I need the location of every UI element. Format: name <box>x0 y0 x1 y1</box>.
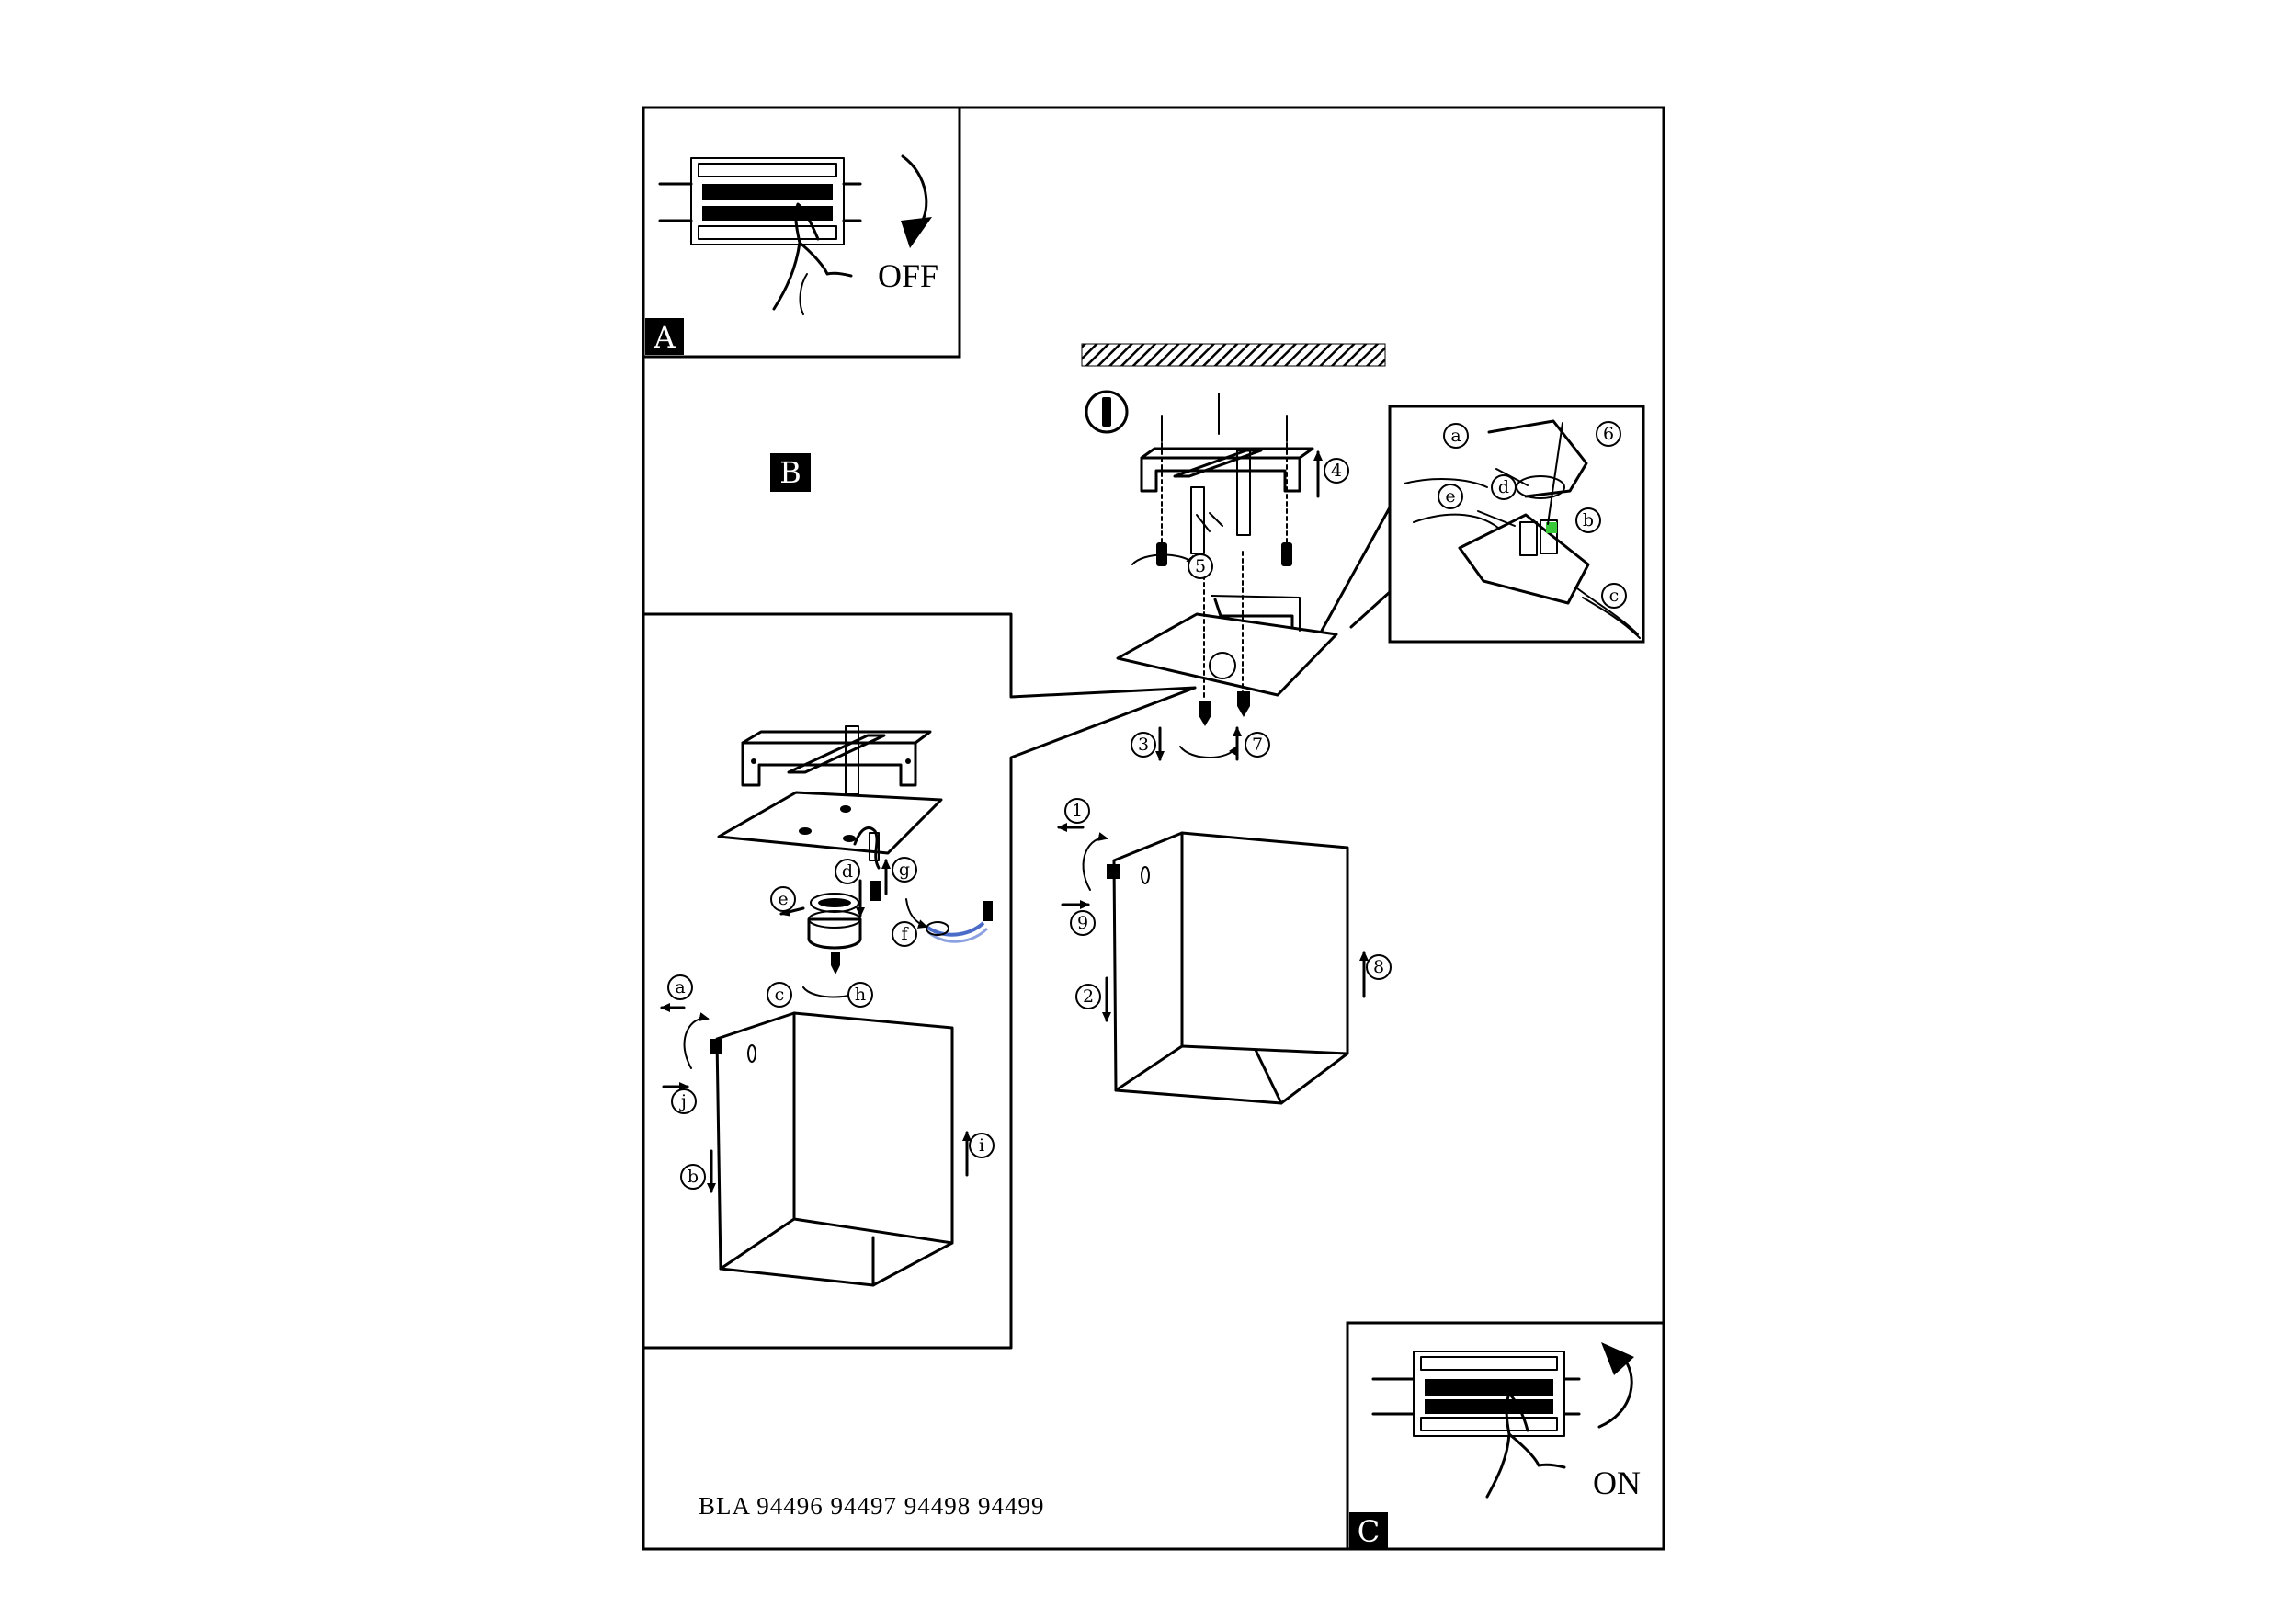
curve-arrow-icon <box>905 898 928 929</box>
svg-text:f: f <box>901 924 909 944</box>
wiring-b-marker: b <box>1575 507 1601 533</box>
svg-text:3: 3 <box>1138 735 1149 755</box>
svg-text:C: C <box>1358 1514 1380 1549</box>
svg-text:b: b <box>1583 510 1594 530</box>
detail-d-marker: d <box>835 859 860 884</box>
detail-e-marker: e <box>770 886 796 912</box>
svg-text:d: d <box>842 861 853 882</box>
detail-b-marker: b <box>680 1164 706 1190</box>
section-a-badge <box>645 318 684 355</box>
wall-plugs <box>1156 393 1292 566</box>
rotate-arrow-icon <box>683 1012 710 1069</box>
svg-text:5: 5 <box>1195 556 1206 576</box>
step-7-marker: 7 <box>1245 732 1270 758</box>
ceiling-hatch <box>1081 343 1386 367</box>
step-5-marker: 5 <box>1188 553 1213 579</box>
step-6-marker: 6 <box>1596 421 1621 447</box>
rotate-arrow-icon <box>1179 745 1239 758</box>
detail-panel <box>642 612 1197 1350</box>
panel-c-switch-on: ON C <box>1346 1321 1665 1551</box>
detail-g-marker: g <box>892 857 917 883</box>
step-8-marker: 8 <box>1366 954 1392 980</box>
section-c-badge <box>1349 1512 1388 1549</box>
hand-icon <box>772 202 853 315</box>
detail-bracket <box>741 725 932 795</box>
detail-f-marker: f <box>892 921 917 947</box>
circuit-breaker-icon <box>658 157 862 245</box>
rotate-arrow-icon <box>1082 832 1108 891</box>
svg-text:B: B <box>779 455 801 490</box>
wiring-a-marker: a <box>1443 423 1469 449</box>
arrow-head-icon <box>901 217 932 248</box>
svg-text:2: 2 <box>1083 986 1094 1007</box>
ceiling-mount-diagram <box>1081 343 1386 761</box>
svg-text:a: a <box>675 977 685 997</box>
step-3-marker: 3 <box>1131 732 1156 758</box>
svg-text:j: j <box>679 1091 687 1111</box>
svg-text:4: 4 <box>1331 461 1342 481</box>
model-reference: BLA 94496 94497 94498 94499 <box>699 1492 1045 1520</box>
lamp-housing-large <box>1107 831 1349 1105</box>
svg-text:1: 1 <box>1072 801 1083 821</box>
svg-text:d: d <box>1498 477 1509 497</box>
step-9-marker: 9 <box>1070 910 1096 936</box>
switch-on-label: ON <box>1593 1465 1641 1501</box>
detail-i-marker: i <box>969 1133 995 1158</box>
svg-text:8: 8 <box>1373 957 1384 977</box>
wiring-e-marker: e <box>1438 484 1463 509</box>
detail-j-marker: j <box>671 1088 697 1114</box>
detail-plate <box>717 791 943 870</box>
svg-text:6: 6 <box>1603 424 1614 444</box>
svg-text:e: e <box>1445 486 1455 507</box>
left-arrow-icon <box>779 906 805 917</box>
svg-text:i: i <box>979 1135 984 1156</box>
wiring-inset <box>1320 405 1645 644</box>
detail-a-marker: a <box>667 974 693 1000</box>
lamp-housing-small <box>710 1011 954 1287</box>
svg-text:7: 7 <box>1252 735 1263 755</box>
step-2-marker: 2 <box>1075 984 1101 1009</box>
panel-a-switch-off: OFF A <box>642 106 961 359</box>
svg-text:9: 9 <box>1077 913 1088 933</box>
terminal-block <box>807 893 862 974</box>
svg-text:g: g <box>899 860 910 880</box>
detail-c-marker: c <box>767 982 792 1008</box>
ceiling-plate <box>1116 551 1338 726</box>
section-b-badge <box>770 453 811 492</box>
svg-text:e: e <box>778 889 788 909</box>
svg-text:a: a <box>1450 426 1461 446</box>
svg-text:b: b <box>688 1167 699 1187</box>
connector-cable <box>925 901 993 943</box>
arrow-head-icon <box>1601 1342 1634 1375</box>
svg-text:c: c <box>1609 586 1620 606</box>
svg-text:c: c <box>775 985 785 1005</box>
screwdriver-icon <box>1085 390 1129 434</box>
svg-text:A: A <box>653 320 676 355</box>
step-1-marker: 1 <box>1064 798 1090 824</box>
mounting-bracket <box>1140 447 1314 554</box>
switch-off-label: OFF <box>878 257 938 294</box>
wiring-c-marker: c <box>1601 583 1627 609</box>
svg-text:h: h <box>855 985 866 1005</box>
detail-h-marker: h <box>847 982 873 1008</box>
wiring-d-marker: d <box>1491 474 1517 500</box>
hand-icon <box>1485 1392 1566 1499</box>
step-4-marker: 4 <box>1324 458 1349 484</box>
